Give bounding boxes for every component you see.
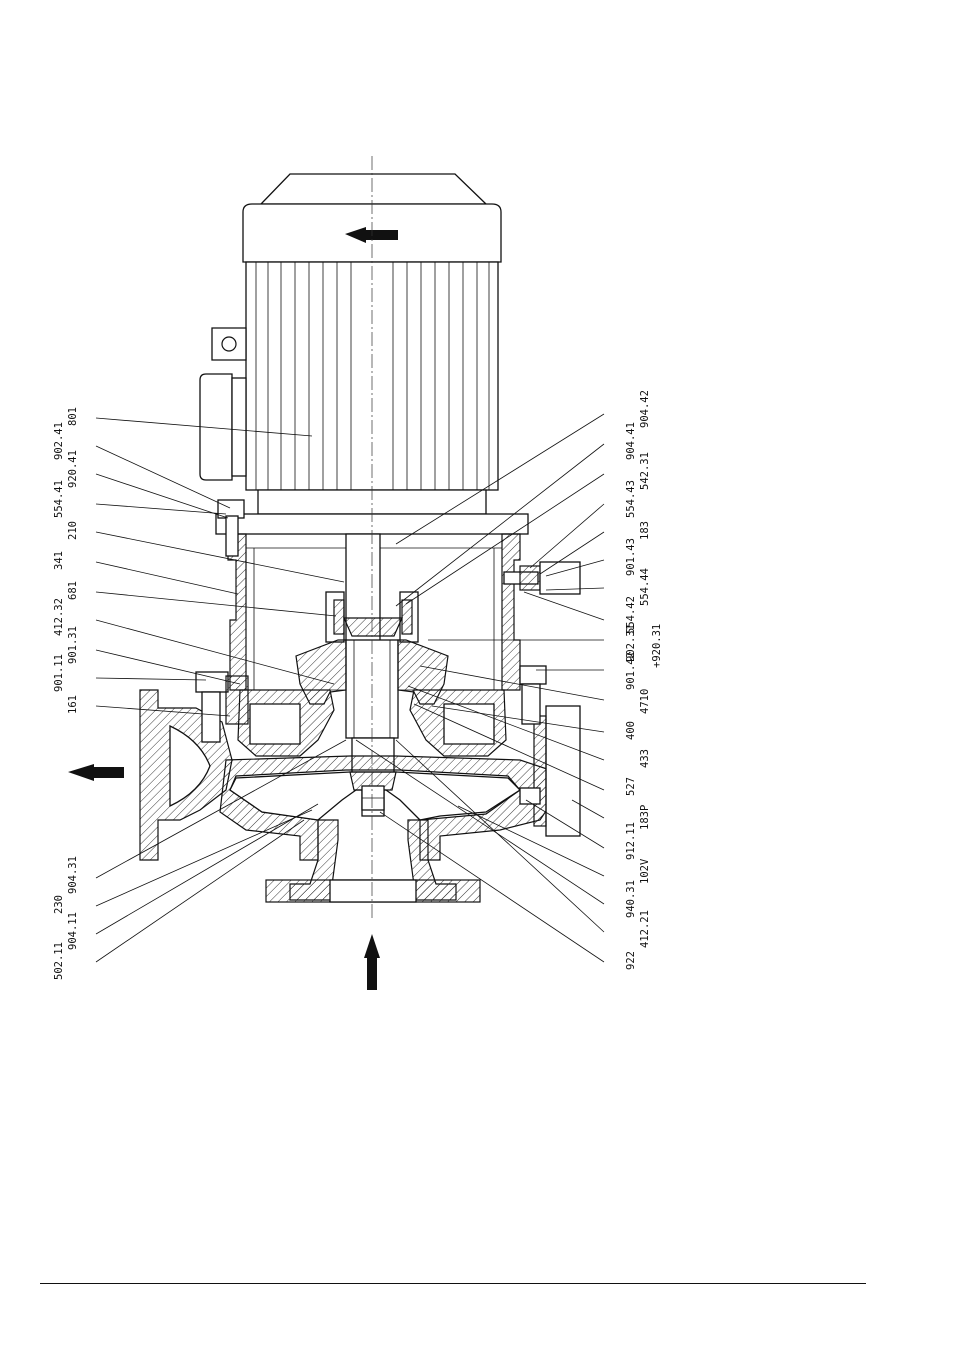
- label-400: 400: [625, 721, 637, 740]
- label-904-42: 904.42: [639, 390, 651, 428]
- label-183: 183: [639, 521, 651, 540]
- label-904-11: 904.11: [67, 912, 79, 950]
- label-920-41: 920.41: [67, 450, 79, 488]
- label-940-31: 940.31: [625, 880, 637, 918]
- label-912-11: 912.11: [625, 822, 637, 860]
- label-901-11: 901.11: [53, 654, 65, 692]
- label-433: 433: [639, 749, 651, 768]
- label-527: 527: [625, 777, 637, 796]
- label-502-11: 502.11: [53, 942, 65, 980]
- label-901-31: 901.31: [67, 626, 79, 664]
- label-341: 341: [53, 551, 65, 570]
- footer-rule: [40, 1283, 866, 1284]
- labels-left: 801 902.41 920.41 554.41 210 341 681 412…: [53, 407, 79, 980]
- inlet-arrow: [364, 934, 380, 990]
- label-183p: 183P: [639, 805, 651, 830]
- label-681: 681: [67, 581, 79, 600]
- label-161: 161: [67, 695, 79, 714]
- label-902-41: 902.41: [53, 422, 65, 460]
- label-102v: 102V: [639, 858, 651, 884]
- outlet-arrow: [68, 764, 124, 781]
- label-554-43: 554.43: [625, 480, 637, 518]
- label-554-41: 554.41: [53, 480, 65, 518]
- label-230: 230: [53, 895, 65, 914]
- labels-right: 904.42 904.41 542.31 554.43 183 901.43 5…: [625, 390, 663, 970]
- label-412-21: 412.21: [639, 910, 651, 948]
- label-920-31: +920.31: [651, 624, 663, 668]
- label-922: 922: [625, 951, 637, 970]
- label-542-31: 542.31: [639, 452, 651, 490]
- label-554-44: 554.44: [639, 568, 651, 606]
- label-904-41: 904.41: [625, 422, 637, 460]
- label-904-31: 904.31: [67, 856, 79, 894]
- label-412-32: 412.32: [53, 598, 65, 636]
- label-210: 210: [67, 521, 79, 540]
- label-801: 801: [67, 407, 79, 426]
- label-901-42: 901.42: [625, 652, 637, 690]
- label-901-43: 901.43: [625, 538, 637, 576]
- label-4710: 4710: [639, 689, 651, 714]
